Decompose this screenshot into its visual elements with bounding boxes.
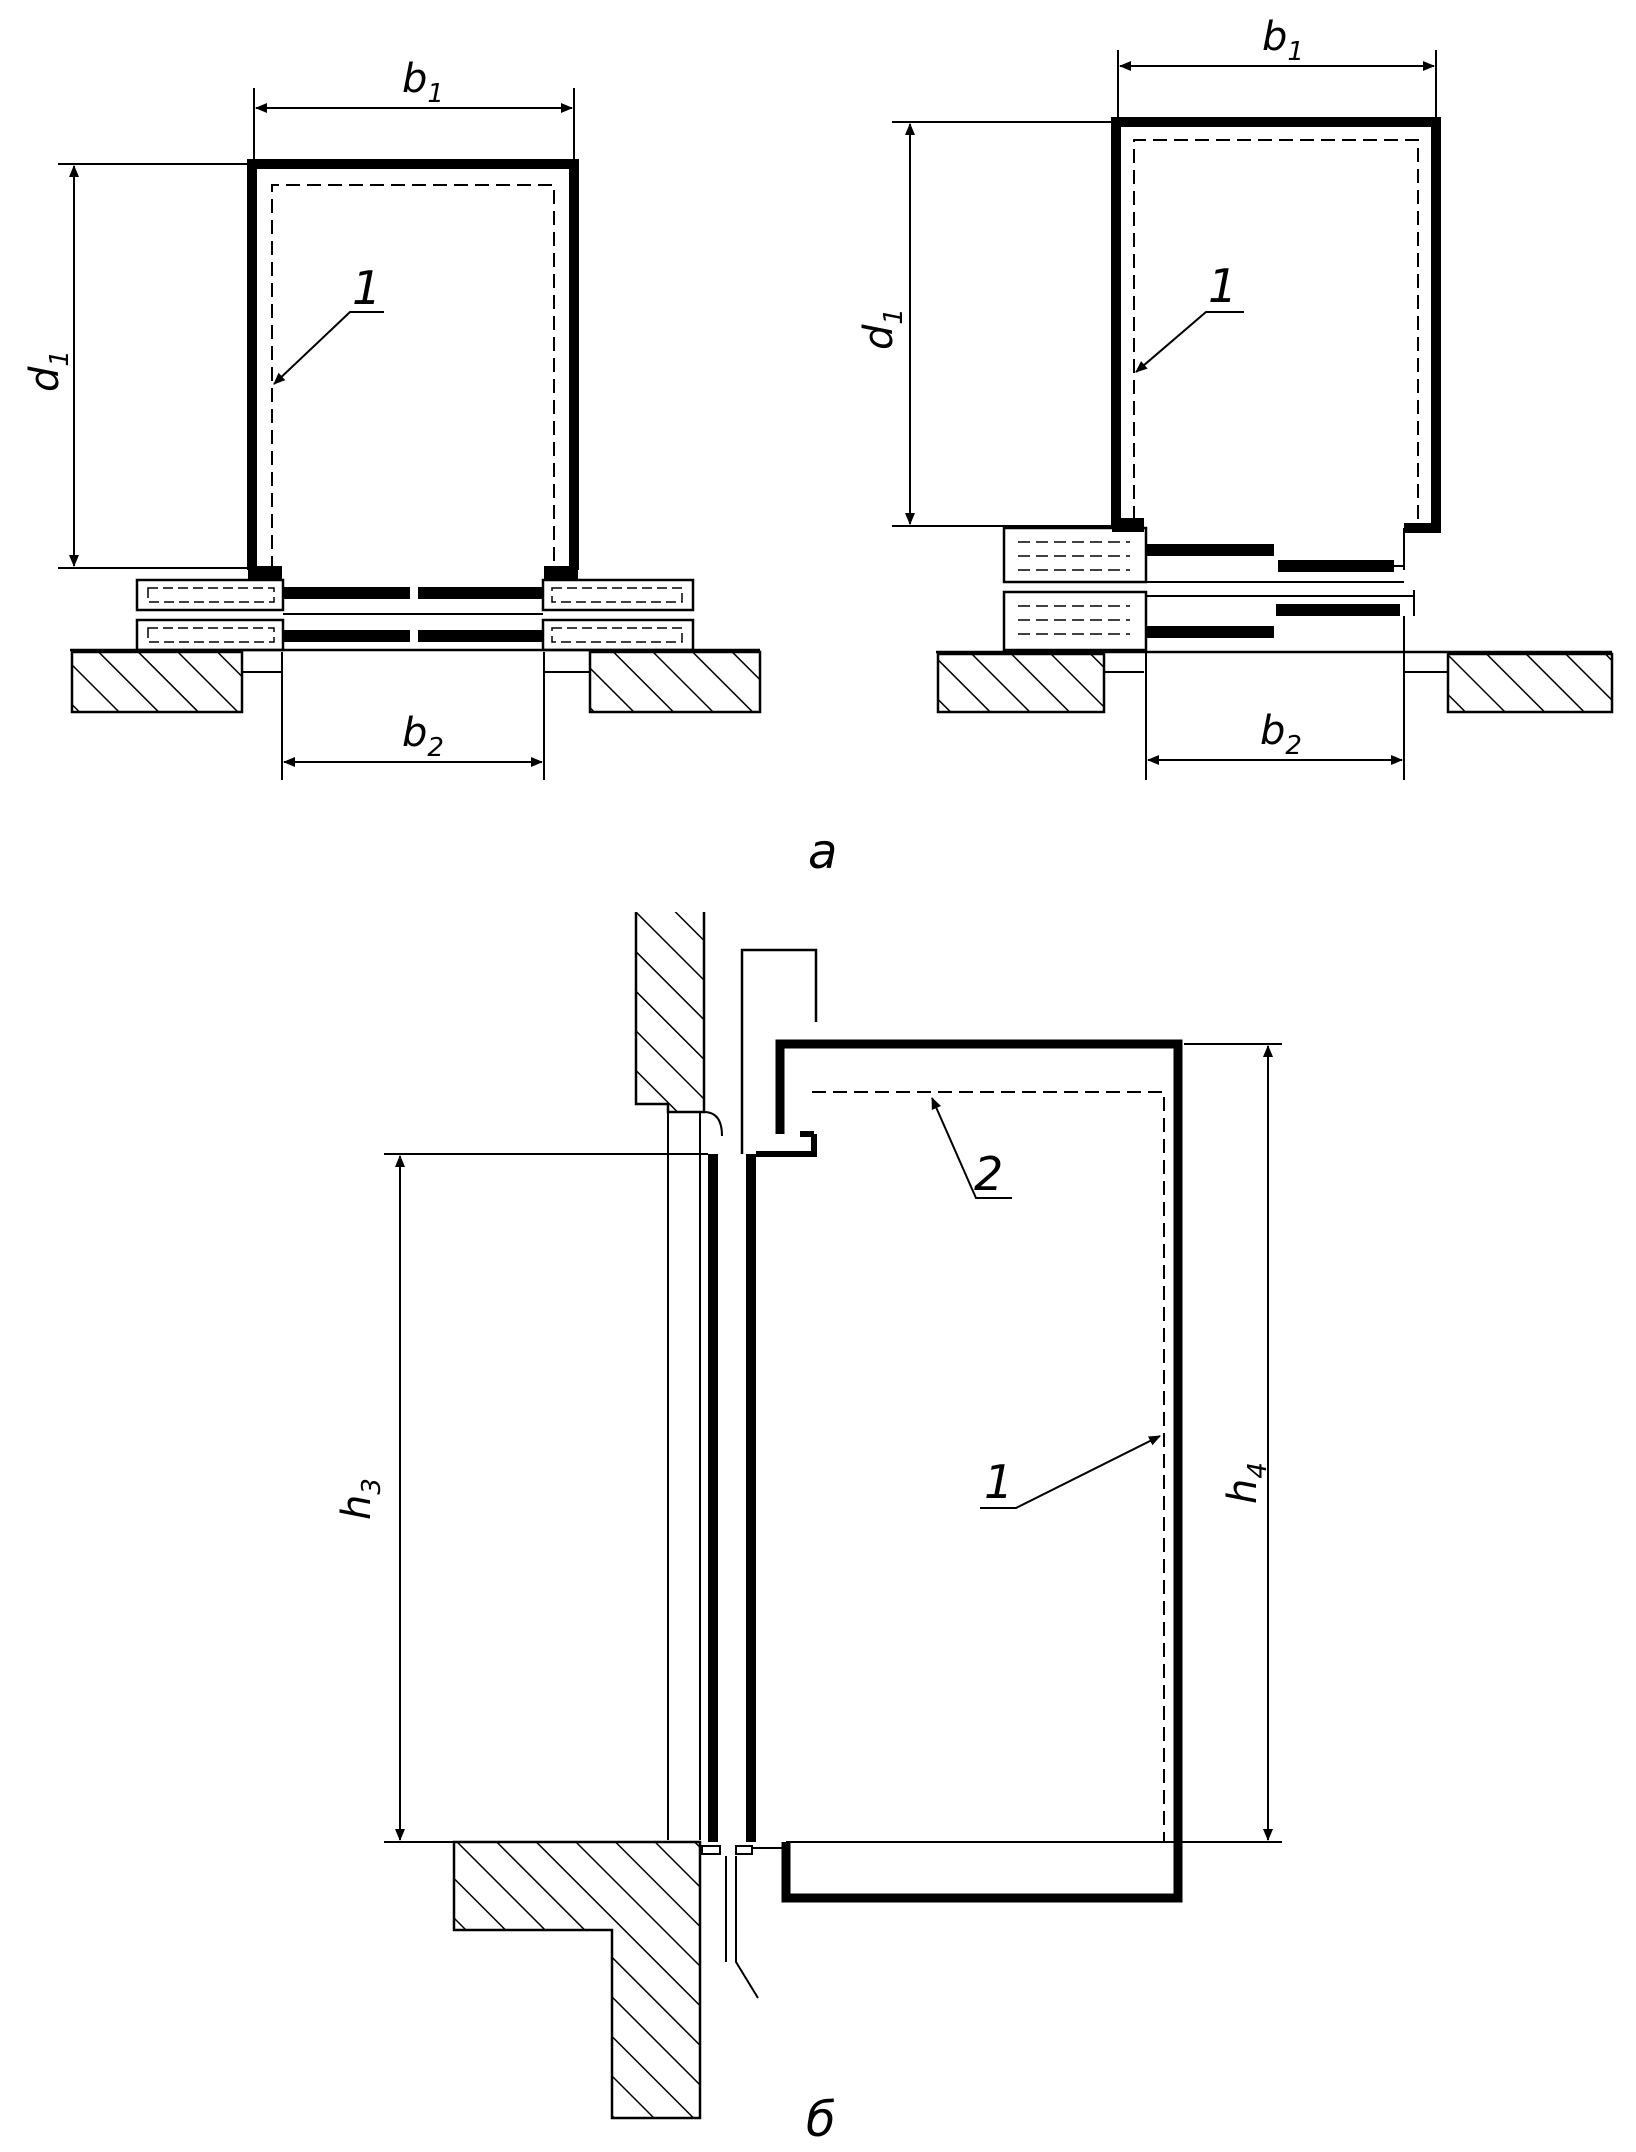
leader-label-2: 2 <box>974 1147 1003 1201</box>
door-panel <box>1278 560 1394 572</box>
dim-label-d1: d1 <box>856 308 909 350</box>
door-panel <box>418 587 544 599</box>
door-box <box>1002 526 1148 584</box>
car-door-jamb <box>544 566 578 580</box>
leader-label-1: 1 <box>1208 259 1237 313</box>
landing-door <box>708 1154 718 1842</box>
fig-a-left: b1 b2 d1 1 <box>22 56 762 780</box>
floor-hatch <box>936 652 1106 714</box>
wall-hatch-lower <box>452 1840 702 2120</box>
car-inner-outline <box>1133 139 1419 520</box>
door-panel <box>1146 544 1274 556</box>
car-body <box>775 1039 1183 1903</box>
dim-label-d1: d1 <box>22 350 75 392</box>
door-box <box>541 618 695 652</box>
door-box <box>135 618 285 652</box>
door-box <box>1002 590 1148 652</box>
dim-label-b2: b2 <box>1260 708 1302 761</box>
wall-hatch-upper <box>634 912 706 1114</box>
leader-line <box>980 1435 1161 1509</box>
door-box <box>135 578 285 612</box>
leader-line <box>931 1097 1012 1199</box>
floor-hatch <box>70 650 244 714</box>
door-panel <box>1146 626 1274 638</box>
car-inner-outline <box>271 184 555 570</box>
leader-label-1: 1 <box>352 261 381 315</box>
door-panel <box>282 587 410 599</box>
car-door-jamb <box>248 566 282 580</box>
door-operator <box>740 948 818 1154</box>
floor-hatch <box>588 650 762 714</box>
fig-b: h3 h4 2 1 <box>334 912 1282 2120</box>
car-wall <box>1111 117 1441 533</box>
car-door <box>746 1154 756 1842</box>
leader-line <box>1135 311 1244 373</box>
floor-hatch <box>1446 652 1614 714</box>
car-inner-outline <box>812 1091 1165 1842</box>
door-panel <box>282 630 410 642</box>
door-panel <box>418 630 544 642</box>
leader-label-1: 1 <box>984 1455 1013 1509</box>
dim-label-h3: h3 <box>334 1478 387 1520</box>
caption-b: б <box>806 2092 836 2148</box>
dim-label-b2: b2 <box>402 710 444 763</box>
dim-label-h4: h4 <box>1220 1462 1273 1504</box>
caption-a: а <box>808 824 837 880</box>
leader-line <box>273 311 384 385</box>
fig-a-right: b1 b2 d1 1 <box>856 14 1614 780</box>
door-panel <box>1276 604 1400 616</box>
door-box <box>541 578 695 612</box>
car-wall <box>247 159 579 570</box>
dim-label-b1: b1 <box>402 56 444 109</box>
dim-label-b1: b1 <box>1262 14 1304 67</box>
